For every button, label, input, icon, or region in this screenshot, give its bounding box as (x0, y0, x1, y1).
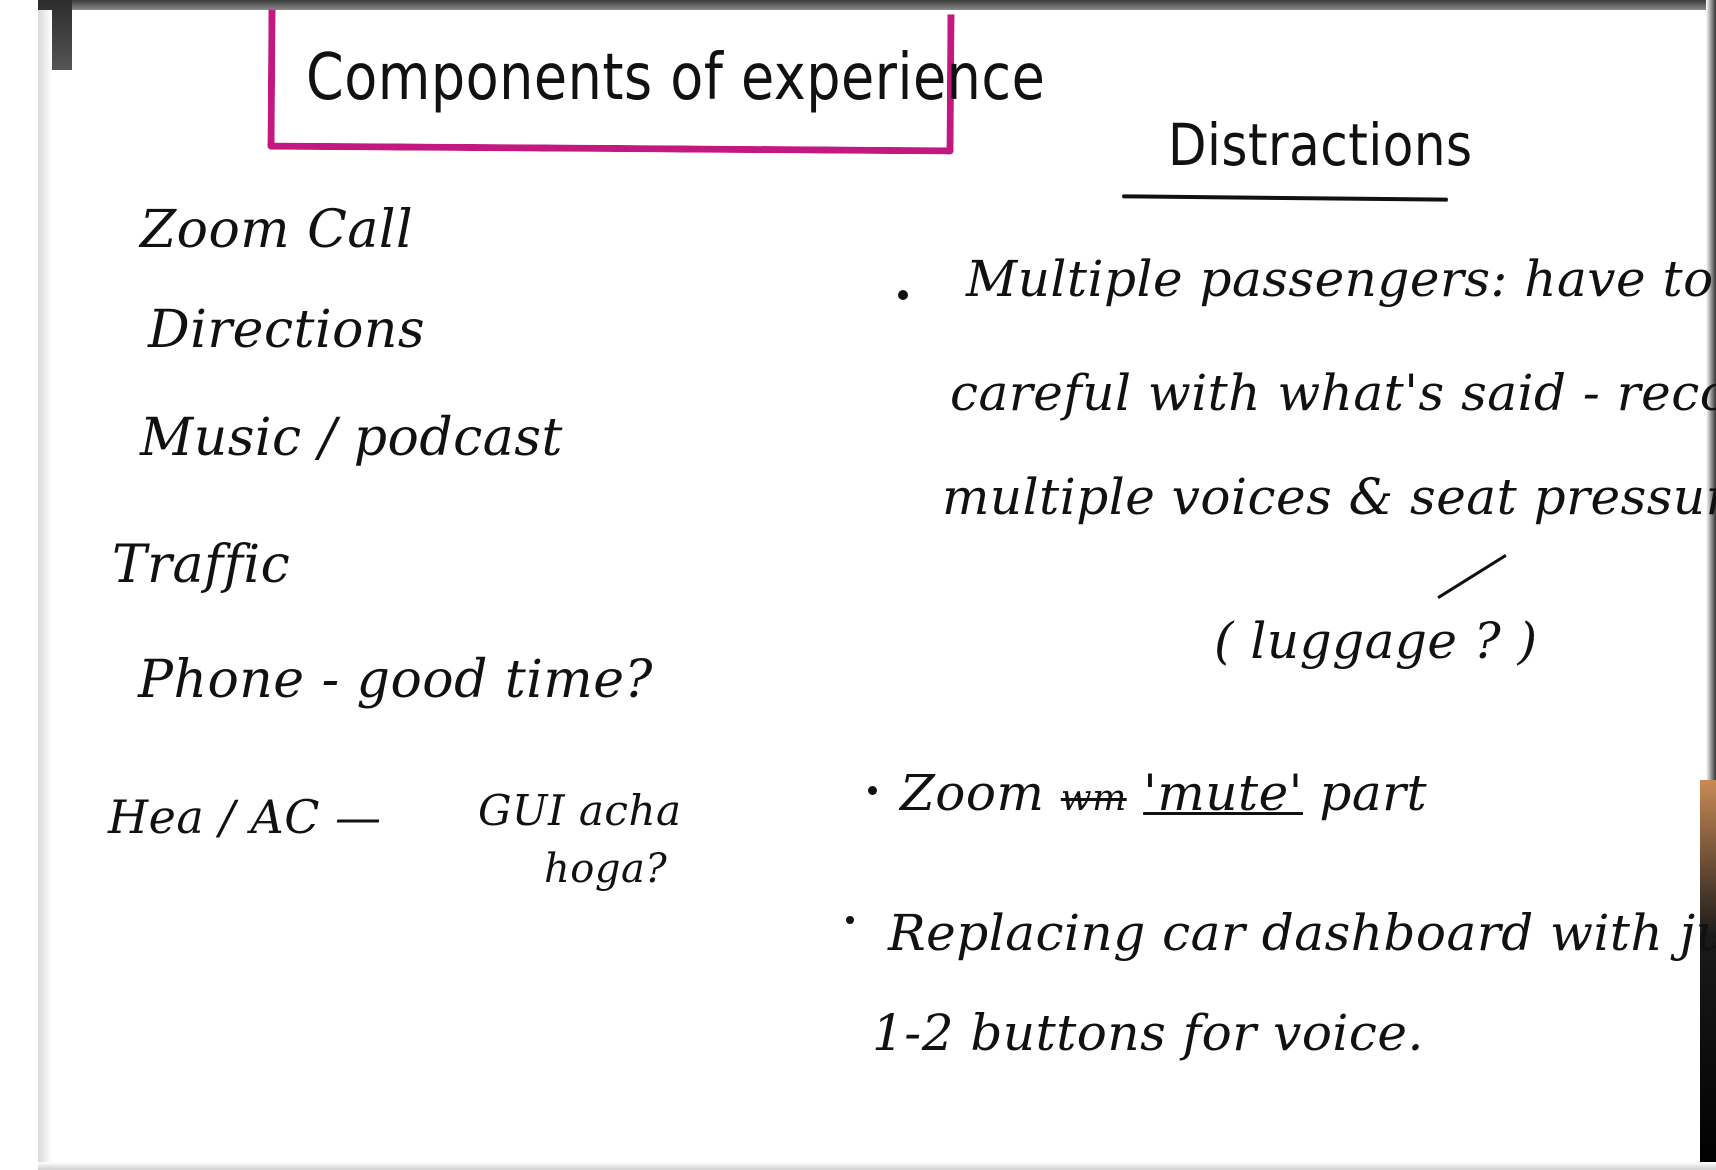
photo-bottom-edge (38, 1162, 1716, 1170)
left-note-line2: hoga? (544, 846, 668, 892)
left-note-line1: GUI acha (478, 786, 682, 835)
bullet-3 (846, 916, 854, 924)
distractions-heading: Distractions (1168, 112, 1473, 179)
photo-left-edge (38, 10, 52, 1170)
distraction-3-line1: Replacing car dashboard with just (888, 904, 1716, 962)
photo-right-edge (1706, 0, 1716, 1170)
distraction-1-line3: multiple voices & seat pressure (942, 468, 1716, 526)
left-item-phone: Phone - good time? (138, 650, 653, 710)
left-item-traffic: Traffic (112, 535, 291, 595)
left-item-directions: Directions (148, 300, 426, 360)
left-item-zoom-call: Zoom Call (140, 200, 414, 260)
photo-top-border (38, 0, 1716, 10)
distraction-2-struck: wm (1060, 778, 1127, 819)
distraction-1-aside: ( luggage ? ) (1214, 612, 1538, 670)
left-item-heat-ac: Hea / AC — (108, 790, 382, 844)
bullet-1 (898, 290, 908, 300)
distraction-2: Zoom wm 'mute' part (900, 764, 1427, 822)
distraction-1-line1: Multiple passengers: have to b (966, 250, 1716, 308)
distraction-3-line2: 1-2 buttons for voice. (872, 1004, 1424, 1062)
distractions-underline (1121, 194, 1449, 202)
page-title: Components of experience (306, 40, 1046, 115)
distraction-1-line2: careful with what's said - recog (950, 364, 1716, 422)
left-item-music-podcast: Music / podcast (140, 408, 563, 468)
bullet-2 (868, 786, 877, 795)
ink-slash (1437, 554, 1507, 599)
distraction-2-suffix: part (1319, 764, 1428, 822)
distraction-2-prefix: Zoom (900, 764, 1045, 822)
distraction-2-mute: 'mute' (1143, 764, 1303, 822)
photo-right-object (1700, 780, 1716, 1170)
